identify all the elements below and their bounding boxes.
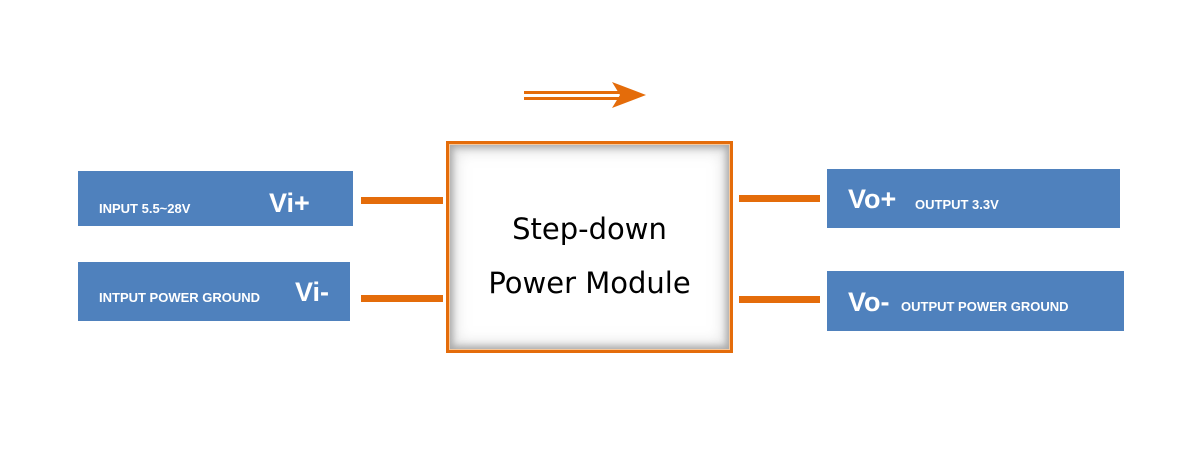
- output-vo-minus-description: OUTPUT POWER GROUND: [901, 299, 1069, 314]
- module-label-line2: Power Module: [488, 266, 691, 300]
- output-vo-plus-description: OUTPUT 3.3V: [915, 197, 999, 212]
- output-vo-minus-box: Vo- OUTPUT POWER GROUND: [827, 271, 1124, 331]
- input-vi-plus-description: INPUT 5.5~28V: [99, 201, 191, 216]
- module-label-line1: Step-down: [512, 212, 667, 246]
- input-vi-minus-box: INTPUT POWER GROUND Vi-: [78, 262, 350, 321]
- module-label: Step-down Power Module: [449, 202, 730, 310]
- flow-direction-arrow-icon: [524, 82, 646, 108]
- wire-vo-minus: [739, 296, 820, 303]
- input-vi-minus-pin: Vi-: [295, 277, 330, 307]
- output-vo-minus-pin: Vo-: [848, 287, 890, 317]
- output-vo-plus-box: Vo+ OUTPUT 3.3V: [827, 169, 1120, 228]
- wire-vo-plus: [739, 195, 820, 202]
- input-vi-minus-description: INTPUT POWER GROUND: [99, 290, 261, 305]
- wire-vi-minus: [361, 295, 443, 302]
- output-vo-plus-pin: Vo+: [848, 184, 897, 214]
- input-vi-plus-pin: Vi+: [269, 188, 310, 218]
- step-down-power-module-box: Step-down Power Module: [446, 141, 733, 353]
- wire-vi-plus: [361, 197, 443, 204]
- input-vi-plus-box: INPUT 5.5~28V Vi+: [78, 171, 353, 226]
